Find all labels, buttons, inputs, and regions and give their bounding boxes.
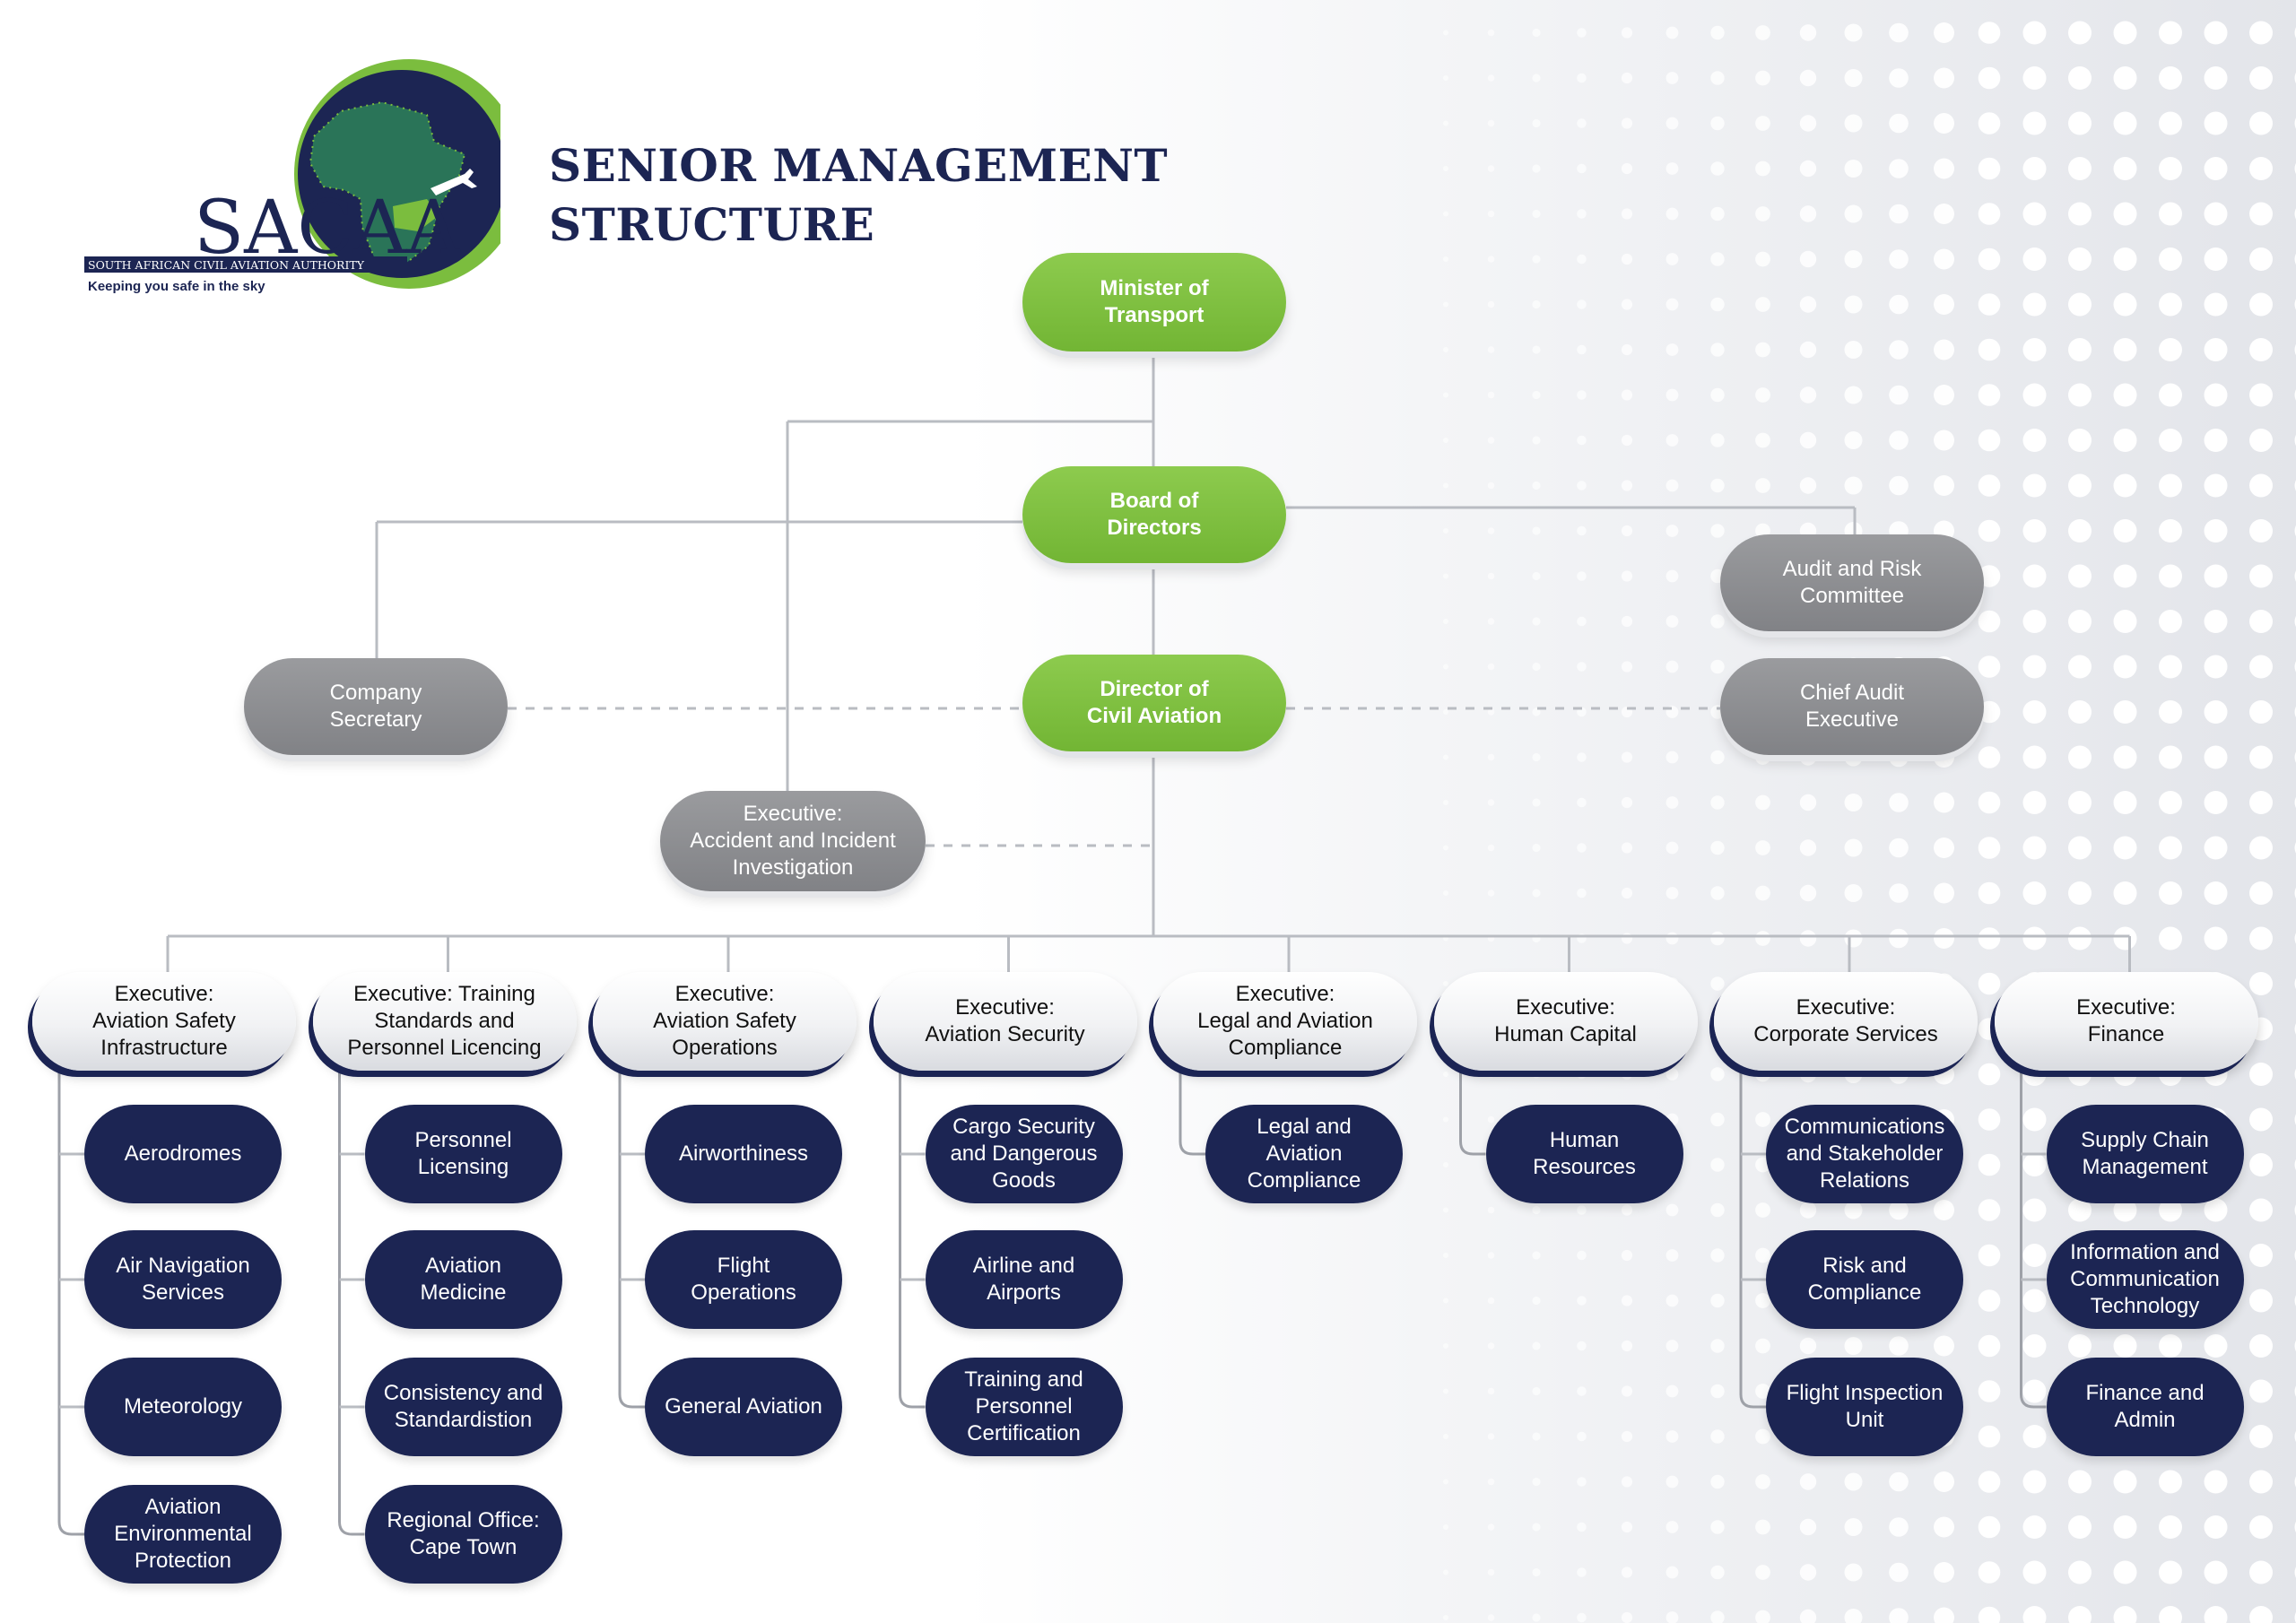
accident-investigation-executive-node: Executive: Accident and Incident Investi… xyxy=(660,791,926,891)
executive-node: Executive: Corporate Services xyxy=(1714,972,1978,1071)
company-secretary-node: Company Secretary xyxy=(244,658,508,755)
unit-node: Flight Inspection Unit xyxy=(1766,1358,1963,1456)
executive-node: Executive: Legal and Aviation Compliance xyxy=(1153,972,1417,1071)
unit-node: Consistency and Standardistion xyxy=(364,1358,562,1456)
unit-node: Aviation Environmental Protection xyxy=(84,1485,282,1584)
unit-node: Finance and Admin xyxy=(2046,1358,2244,1456)
minister-of-transport-node: Minister of Transport xyxy=(1022,253,1286,352)
director-of-civil-aviation-node: Director of Civil Aviation xyxy=(1022,655,1286,751)
unit-node: Aviation Medicine xyxy=(364,1230,562,1329)
executive-node: Executive: Aviation Security xyxy=(873,972,1137,1071)
unit-node: Communications and Stakeholder Relations xyxy=(1766,1105,1963,1203)
unit-node: Meteorology xyxy=(84,1358,282,1456)
executive-node: Executive: Training Standards and Person… xyxy=(312,972,577,1071)
unit-node: Information and Communication Technology xyxy=(2046,1230,2244,1329)
unit-node: Legal and Aviation Compliance xyxy=(1205,1105,1403,1203)
unit-node: Flight Operations xyxy=(645,1230,842,1329)
page-title: SENIOR MANAGEMENT STRUCTURE xyxy=(549,139,1169,251)
unit-node: Risk and Compliance xyxy=(1766,1230,1963,1329)
unit-node: Cargo Security and Dangerous Goods xyxy=(925,1105,1123,1203)
board-of-directors-node: Board of Directors xyxy=(1022,466,1286,563)
unit-node: Personnel Licensing xyxy=(364,1105,562,1203)
unit-node: Supply Chain Management xyxy=(2046,1105,2244,1203)
unit-node: Airline and Airports xyxy=(925,1230,1123,1329)
unit-node: Aerodromes xyxy=(84,1105,282,1203)
logo-wordmark: SACAA xyxy=(194,186,461,271)
unit-node: Regional Office: Cape Town xyxy=(364,1485,562,1584)
executive-node: Executive: Finance xyxy=(1994,972,2258,1071)
unit-node: General Aviation xyxy=(645,1358,842,1456)
logo-full-name: SOUTH AFRICAN CIVIL AVIATION AUTHORITY xyxy=(88,258,365,272)
audit-and-risk-committee-node: Audit and Risk Committee xyxy=(1720,534,1984,631)
unit-node: Airworthiness xyxy=(645,1105,842,1203)
unit-node: Human Resources xyxy=(1485,1105,1683,1203)
executive-node: Executive: Aviation Safety Infrastructur… xyxy=(32,972,296,1071)
unit-node: Air Navigation Services xyxy=(84,1230,282,1329)
sacaa-logo: SACAA SOUTH AFRICAN CIVIL AVIATION AUTHO… xyxy=(84,59,500,294)
unit-node: Training and Personnel Certification xyxy=(925,1358,1123,1456)
logo-tagline: Keeping you safe in the sky xyxy=(88,279,265,294)
executive-node: Executive: Aviation Safety Operations xyxy=(593,972,857,1071)
chief-audit-executive-node: Chief Audit Executive xyxy=(1720,658,1984,755)
executive-node: Executive: Human Capital xyxy=(1433,972,1698,1071)
